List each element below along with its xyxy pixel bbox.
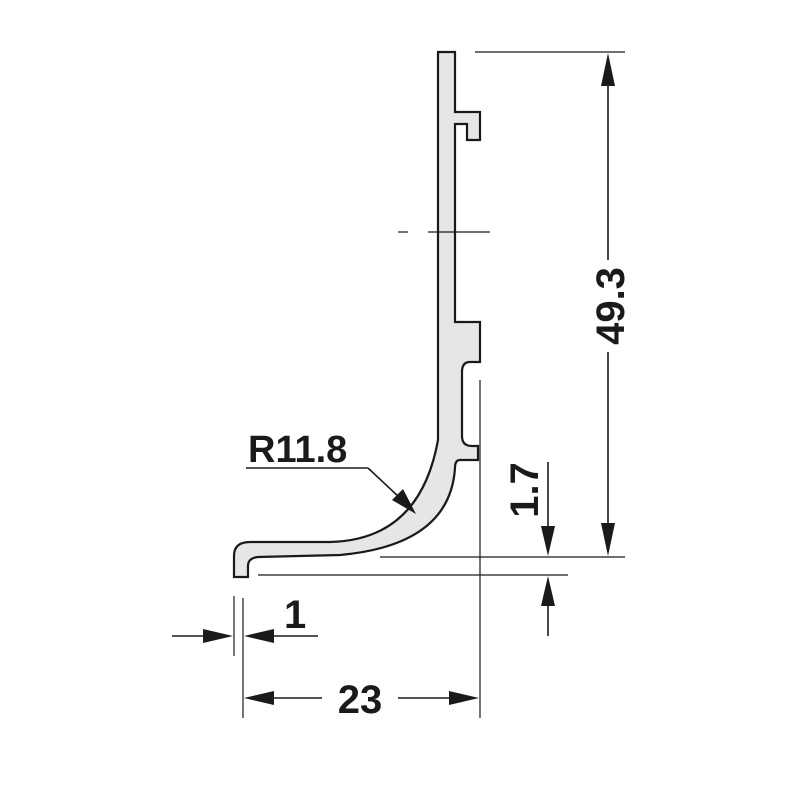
radius-arrow-icon bbox=[392, 489, 416, 514]
aluminium-profile-section bbox=[232, 50, 482, 579]
height-arrow-bottom-icon bbox=[601, 523, 615, 556]
height-arrow-top-icon bbox=[601, 53, 615, 86]
width-arrow-right-icon bbox=[449, 691, 479, 705]
offset-arrow-up-icon bbox=[541, 576, 555, 606]
dimension-height-label: 49.3 bbox=[589, 267, 633, 345]
dimension-radius-label: R11.8 bbox=[248, 429, 347, 471]
offset-arrow-down-icon bbox=[541, 526, 555, 556]
thickness-arrow-left-icon bbox=[244, 629, 274, 643]
dimension-thickness-label: 1 bbox=[284, 593, 306, 637]
dimension-offset-label: 1.7 bbox=[503, 462, 547, 518]
width-arrow-left-icon bbox=[244, 691, 274, 705]
radius-leader-line bbox=[367, 467, 401, 499]
thickness-arrow-right-icon bbox=[203, 629, 233, 643]
dimension-width-label: 23 bbox=[338, 678, 383, 722]
